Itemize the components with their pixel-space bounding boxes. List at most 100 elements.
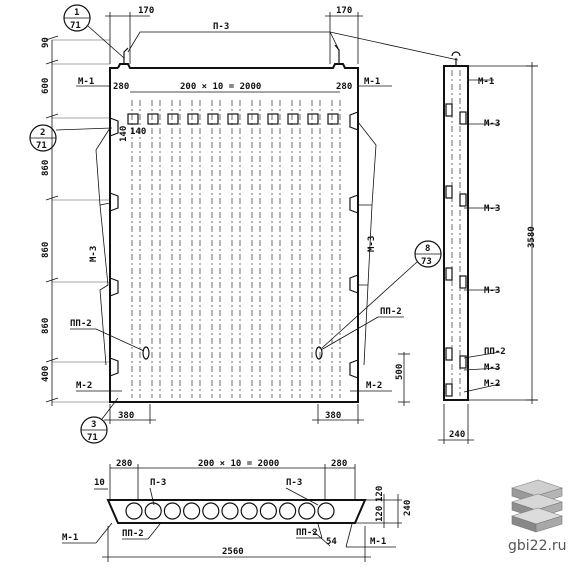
void-hole: [247, 113, 259, 125]
side-label-m3-3: М-3: [484, 286, 500, 296]
section-label-m1-left: М-1: [62, 533, 78, 543]
dim-tick: [45, 397, 59, 403]
side-label-m3-4: М-3: [484, 363, 500, 373]
section-view: 280 200 × 10 = 2000 280 10 П-3 П-3 120 1…: [62, 459, 413, 562]
p3-leader-side: [329, 31, 459, 61]
section-label-p3-right: П-3: [286, 478, 302, 488]
section-dim-r1: 120: [375, 506, 385, 522]
section-void: [163, 502, 181, 520]
dim-left-4: 860: [41, 318, 51, 334]
section-label-pp2-left: ПП-2: [122, 529, 144, 539]
callout-3: 3 71: [80, 397, 119, 444]
section-label-pp2-right: ПП-2: [296, 528, 318, 538]
side-inserts: [445, 103, 467, 397]
void-hole: [287, 113, 299, 125]
dim-left-1: 600: [41, 78, 51, 94]
side-label-m2: М-2: [484, 379, 500, 389]
svg-text:3: 3: [91, 420, 96, 430]
side-label-m3-2: М-3: [484, 204, 500, 214]
void-hole: [327, 113, 339, 125]
dim-small-1: 140: [130, 127, 146, 137]
dim-left-2: 860: [41, 160, 51, 176]
section-void: [298, 502, 316, 520]
label-m2-left: М-2: [76, 381, 92, 391]
label-m2-right: М-2: [366, 381, 382, 391]
svg-text:71: 71: [36, 141, 47, 151]
dim-left-0: 90: [41, 37, 51, 48]
dim-left-3: 860: [41, 242, 51, 258]
void-hole: [187, 113, 199, 125]
dim-top-left: 170: [138, 6, 154, 16]
void-hole: [267, 113, 279, 125]
section-dim-edge-left: 280: [116, 459, 132, 469]
label-m1-right: М-1: [364, 77, 380, 87]
svg-text:1: 1: [74, 8, 79, 18]
side-insert: [445, 347, 453, 361]
svg-text:71: 71: [70, 21, 81, 31]
pp2-left-loop: [142, 346, 150, 360]
section-void: [144, 502, 162, 520]
void-holes-row: [127, 113, 339, 125]
section-dim-span: 200 × 10 = 2000: [198, 459, 279, 469]
site-watermark: gbi22.ru: [508, 538, 567, 554]
side-insert: [459, 111, 467, 125]
section-label-p3-left: П-3: [150, 478, 166, 488]
side-insert: [459, 275, 467, 289]
section-dim-54: 54: [326, 537, 337, 547]
dim-left-5: 400: [41, 366, 51, 382]
section-dim-left: 10: [94, 478, 105, 488]
dim-span: 200 × 10 = 2000: [180, 82, 261, 92]
side-insert: [445, 103, 453, 117]
leader: [95, 328, 145, 352]
callout-1: 1 71: [63, 4, 125, 59]
dim-bottom-left: 380: [118, 411, 134, 421]
svg-text:71: 71: [87, 433, 98, 443]
section-dim-total: 2560: [222, 547, 244, 557]
dim-edge-left: 280: [113, 82, 129, 92]
label-pp2-right: ПП-2: [380, 307, 402, 317]
void-hole: [227, 113, 239, 125]
dim-side-height: 3580: [527, 226, 537, 248]
section-dim-r2: 240: [403, 500, 413, 516]
void-hole: [167, 113, 179, 125]
side-insert: [445, 267, 453, 281]
void-hole: [207, 113, 219, 125]
section-void: [317, 502, 335, 520]
dim-small-0: 140: [119, 126, 129, 142]
dim-tick: [45, 277, 59, 283]
dim-tick: [45, 195, 59, 201]
void-hole: [127, 113, 139, 125]
right-notches: [349, 111, 359, 379]
dim-side-width: 240: [449, 430, 465, 440]
section-label-m1-right: М-1: [370, 537, 386, 547]
side-insert: [459, 355, 467, 369]
dim-tick: [45, 35, 59, 41]
dim-tick: [45, 59, 59, 65]
section-void: [221, 502, 239, 520]
section-void: [279, 502, 297, 520]
panel-outline: [109, 63, 359, 403]
lifting-loop-right: [334, 44, 340, 64]
section-dim-edge-right: 280: [331, 459, 347, 469]
section-dim-r0: 120: [375, 486, 385, 502]
svg-text:2: 2: [40, 128, 45, 138]
section-void: [183, 502, 201, 520]
label-m3-right: М-3: [367, 236, 377, 252]
dim-edge-right: 280: [336, 82, 352, 92]
side-lifting-loop: [451, 51, 461, 66]
plan-view: 170 170 П-3 200 × 10 = 2000 280 280 140 …: [29, 4, 459, 444]
p3-leader: [127, 31, 339, 53]
callout-8: 8 73: [321, 240, 442, 349]
void-lines: [131, 100, 341, 398]
label-m3-left: М-3: [89, 246, 99, 262]
callout-2: 2 71: [29, 124, 113, 152]
side-insert: [445, 383, 453, 397]
section-void: [259, 502, 277, 520]
side-insert: [459, 193, 467, 207]
m3-left-leader-2: [99, 204, 109, 366]
lifting-loop-left: [123, 47, 129, 64]
leader: [320, 316, 379, 351]
left-notches: [109, 117, 119, 377]
m3-right-leaders: [357, 121, 377, 366]
